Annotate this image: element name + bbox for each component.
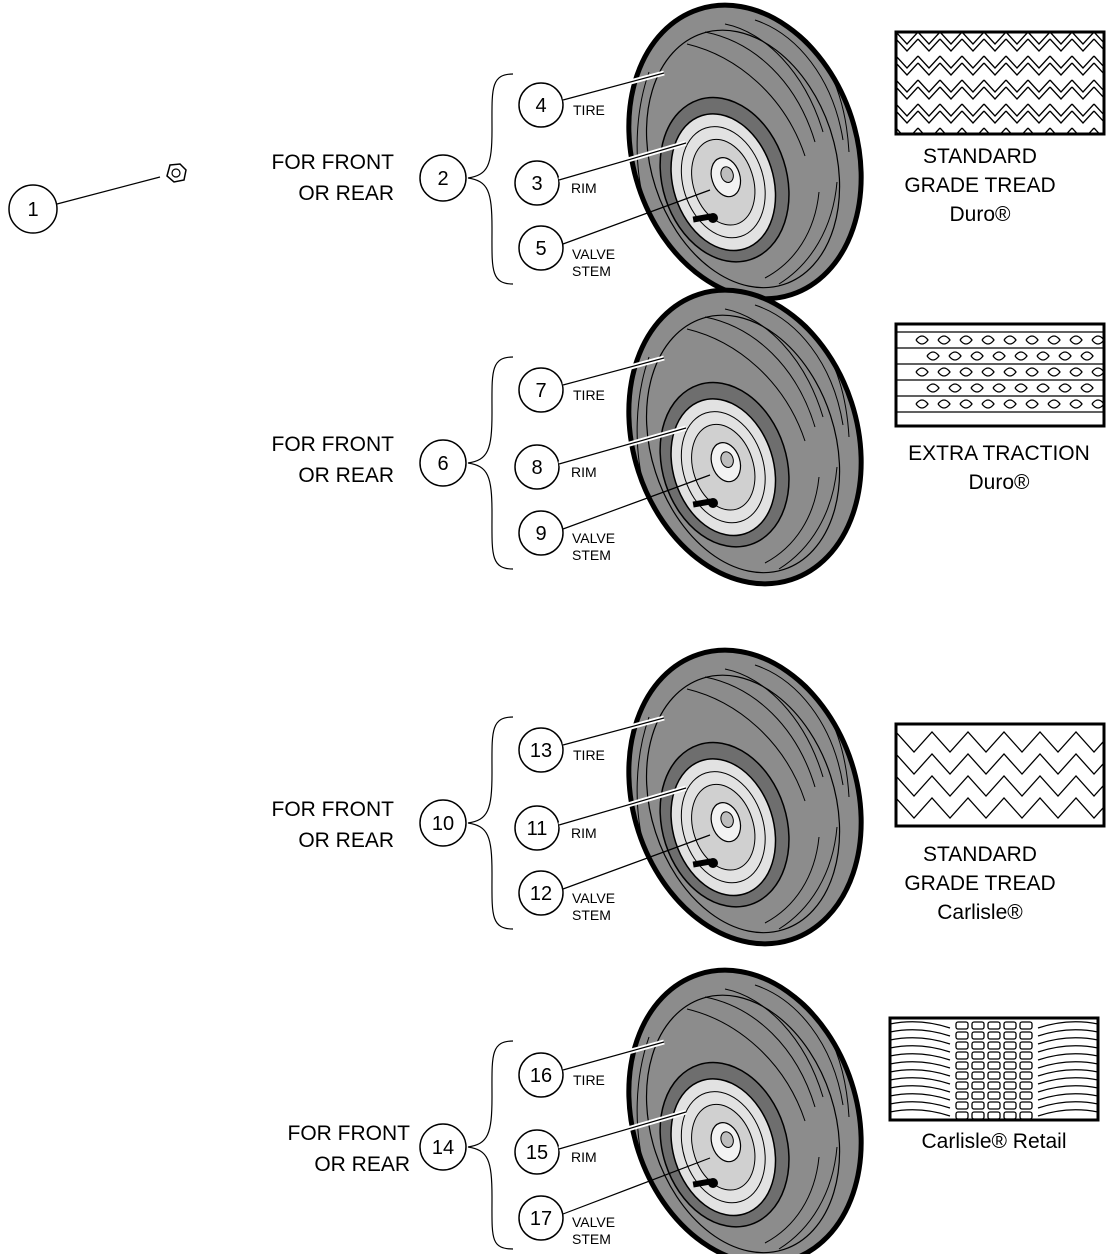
svg-text:5: 5 bbox=[535, 238, 546, 260]
assembly-1-tire-icon bbox=[592, 0, 898, 329]
svg-text:OR REAR: OR REAR bbox=[298, 829, 394, 852]
assembly-4-tread-caption: Carlisle® Retail bbox=[921, 1130, 1066, 1153]
svg-text:RIM: RIM bbox=[571, 464, 597, 480]
assembly-4-tire-icon bbox=[592, 940, 898, 1254]
assembly-2-tread-caption: EXTRA TRACTION Duro® bbox=[908, 442, 1090, 494]
svg-text:STEM: STEM bbox=[572, 263, 611, 279]
svg-text:VALVE: VALVE bbox=[572, 530, 615, 546]
assembly-1-part-valve-stem: 5 VALVE STEM bbox=[518, 189, 711, 279]
svg-text:10: 10 bbox=[432, 813, 454, 835]
svg-text:TIRE: TIRE bbox=[573, 387, 605, 403]
assembly-2-group-callout: 6 bbox=[419, 439, 467, 487]
svg-text:Carlisle®: Carlisle® bbox=[937, 901, 1023, 924]
assembly-3: FOR FRONT OR REAR 10 13 TIRE 11 RIM 12 V… bbox=[272, 620, 1106, 975]
svg-text:VALVE: VALVE bbox=[572, 1214, 615, 1230]
nut-callout: 1 bbox=[8, 176, 161, 234]
svg-text:EXTRA TRACTION: EXTRA TRACTION bbox=[908, 442, 1090, 465]
svg-text:14: 14 bbox=[432, 1137, 454, 1159]
svg-text:STEM: STEM bbox=[572, 907, 611, 923]
assembly-2-part-valve-stem: 9 VALVE STEM bbox=[518, 474, 711, 563]
assembly-3-tire-icon bbox=[592, 620, 898, 975]
svg-text:12: 12 bbox=[530, 883, 552, 905]
svg-text:4: 4 bbox=[535, 95, 546, 117]
svg-text:3: 3 bbox=[531, 173, 542, 195]
svg-text:17: 17 bbox=[530, 1208, 552, 1230]
svg-text:Duro®: Duro® bbox=[969, 471, 1031, 494]
assembly-4-tread-pattern bbox=[888, 1016, 1100, 1122]
assembly-2-brace bbox=[467, 356, 514, 570]
svg-text:9: 9 bbox=[535, 523, 546, 545]
assembly-3-tread-caption: STANDARD GRADE TREAD Carlisle® bbox=[904, 843, 1055, 924]
svg-text:16: 16 bbox=[530, 1065, 552, 1087]
assembly-1-brace bbox=[467, 73, 514, 285]
assembly-2-part-rim: 8 RIM bbox=[514, 425, 687, 490]
svg-text:FOR FRONT: FOR FRONT bbox=[272, 151, 395, 174]
svg-text:TIRE: TIRE bbox=[573, 747, 605, 763]
svg-text:2: 2 bbox=[437, 168, 448, 190]
svg-text:RIM: RIM bbox=[571, 1149, 597, 1165]
assembly-2-part-tire: 7 TIRE bbox=[518, 355, 665, 413]
svg-text:OR REAR: OR REAR bbox=[314, 1153, 410, 1176]
lug-nut-icon bbox=[166, 163, 187, 183]
svg-text:OR REAR: OR REAR bbox=[298, 182, 394, 205]
assembly-2-tread-pattern bbox=[894, 322, 1106, 428]
assembly-4: FOR FRONT OR REAR 14 16 TIRE 15 RIM 17 V… bbox=[288, 940, 1100, 1254]
assembly-3-part-rim: 11 RIM bbox=[514, 785, 687, 851]
assembly-2-group-label: FOR FRONT OR REAR bbox=[272, 433, 395, 487]
svg-text:13: 13 bbox=[530, 740, 552, 762]
assembly-4-part-valve-stem: 17 VALVE STEM bbox=[518, 1157, 711, 1247]
assembly-3-part-tire: 13 TIRE bbox=[518, 715, 665, 773]
assembly-3-brace bbox=[467, 716, 514, 930]
svg-text:OR REAR: OR REAR bbox=[298, 464, 394, 487]
assembly-3-part-valve-stem: 12 VALVE STEM bbox=[518, 834, 711, 923]
assembly-2-tire-icon bbox=[592, 260, 898, 615]
svg-text:FOR FRONT: FOR FRONT bbox=[288, 1122, 411, 1145]
assembly-1-part-tire: 4 TIRE bbox=[518, 70, 665, 128]
svg-text:6: 6 bbox=[437, 453, 448, 475]
svg-text:STANDARD: STANDARD bbox=[923, 843, 1037, 866]
assembly-1-part-rim: 3 RIM bbox=[514, 140, 687, 206]
assembly-3-group-label: FOR FRONT OR REAR bbox=[272, 798, 395, 852]
assembly-1: FOR FRONT OR REAR 2 4 TIRE 3 RIM 5 VALVE bbox=[272, 0, 1106, 329]
svg-text:Carlisle® Retail: Carlisle® Retail bbox=[921, 1130, 1066, 1153]
svg-text:15: 15 bbox=[526, 1142, 548, 1164]
assembly-4-brace bbox=[467, 1040, 514, 1250]
svg-text:TIRE: TIRE bbox=[573, 102, 605, 118]
svg-text:STEM: STEM bbox=[572, 547, 611, 563]
assembly-1-group-label: FOR FRONT OR REAR bbox=[272, 151, 395, 205]
assembly-4-group-callout: 14 bbox=[419, 1123, 467, 1171]
svg-text:11: 11 bbox=[527, 818, 548, 840]
svg-text:FOR FRONT: FOR FRONT bbox=[272, 433, 395, 456]
assembly-4-part-tire: 16 TIRE bbox=[518, 1039, 665, 1098]
svg-text:FOR FRONT: FOR FRONT bbox=[272, 798, 395, 821]
svg-text:VALVE: VALVE bbox=[572, 890, 615, 906]
assembly-1-tread-pattern bbox=[894, 30, 1106, 136]
svg-text:STEM: STEM bbox=[572, 1231, 611, 1247]
svg-text:TIRE: TIRE bbox=[573, 1072, 605, 1088]
svg-text:STANDARD: STANDARD bbox=[923, 145, 1037, 168]
svg-text:8: 8 bbox=[531, 457, 542, 479]
assembly-4-part-rim: 15 RIM bbox=[514, 1109, 687, 1175]
svg-text:Duro®: Duro® bbox=[950, 203, 1012, 226]
assembly-2: FOR FRONT OR REAR 6 7 TIRE 8 RIM 9 VALVE bbox=[272, 260, 1106, 615]
assembly-3-group-callout: 10 bbox=[419, 799, 467, 847]
svg-text:GRADE TREAD: GRADE TREAD bbox=[904, 174, 1055, 197]
svg-text:VALVE: VALVE bbox=[572, 246, 615, 262]
svg-text:RIM: RIM bbox=[571, 825, 597, 841]
nut-callout-number: 1 bbox=[27, 199, 38, 221]
svg-text:RIM: RIM bbox=[571, 180, 597, 196]
svg-text:7: 7 bbox=[535, 380, 546, 402]
assembly-4-group-label: FOR FRONT OR REAR bbox=[288, 1122, 411, 1176]
svg-text:GRADE TREAD: GRADE TREAD bbox=[904, 872, 1055, 895]
assembly-1-tread-caption: STANDARD GRADE TREAD Duro® bbox=[904, 145, 1055, 226]
assembly-3-tread-pattern bbox=[894, 722, 1106, 828]
assembly-1-group-callout: 2 bbox=[419, 154, 467, 202]
